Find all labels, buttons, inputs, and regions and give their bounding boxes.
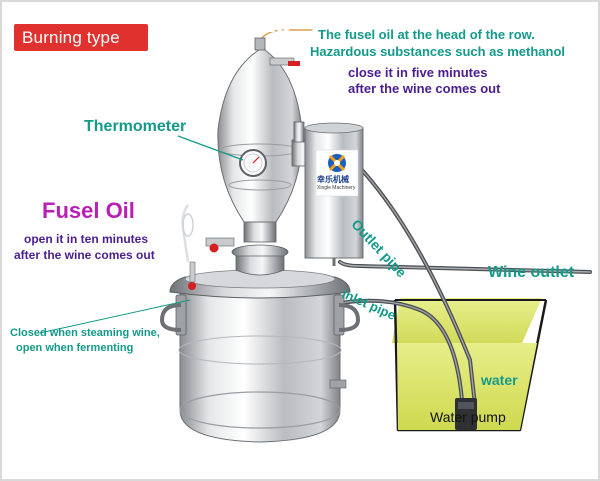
distill-column	[205, 37, 313, 276]
condenser	[304, 122, 364, 266]
fusel-top-line1: The fusel oil at the head of the row.	[318, 27, 535, 42]
fusel-top-line2: Hazardous substances such as methanol	[310, 44, 566, 59]
wine-outlet-label: Wine outlet	[488, 264, 575, 281]
water-pump	[455, 398, 477, 430]
fusel-oil-line2: after the wine comes out	[14, 248, 155, 262]
water-bucket	[392, 298, 548, 432]
brand-en: Xingle Machinery	[317, 185, 356, 191]
fusel-oil-title: Fusel Oil	[42, 198, 135, 223]
valve-note-line1: Closed when steaming wine,	[10, 327, 160, 339]
burning-type-badge	[14, 24, 148, 51]
fusel-top-line4: after the wine comes out	[348, 81, 501, 96]
brand-cn: 幸乐机械	[317, 175, 349, 184]
valve-note-line2: open when fermenting	[16, 342, 134, 354]
pipes	[257, 29, 592, 407]
water-label: water	[481, 372, 518, 388]
fusel-top-line3: close it in five minutes	[348, 65, 488, 80]
fusel-oil-line1: open it in ten minutes	[24, 232, 149, 246]
thermometer-label: Thermometer	[84, 118, 187, 135]
boiler-pot	[159, 204, 361, 443]
watermark-tdp: TDP_Mold	[165, 12, 291, 38]
water-pump-label: Water pump	[430, 409, 506, 425]
burning-type-label: Burning type	[22, 28, 120, 47]
